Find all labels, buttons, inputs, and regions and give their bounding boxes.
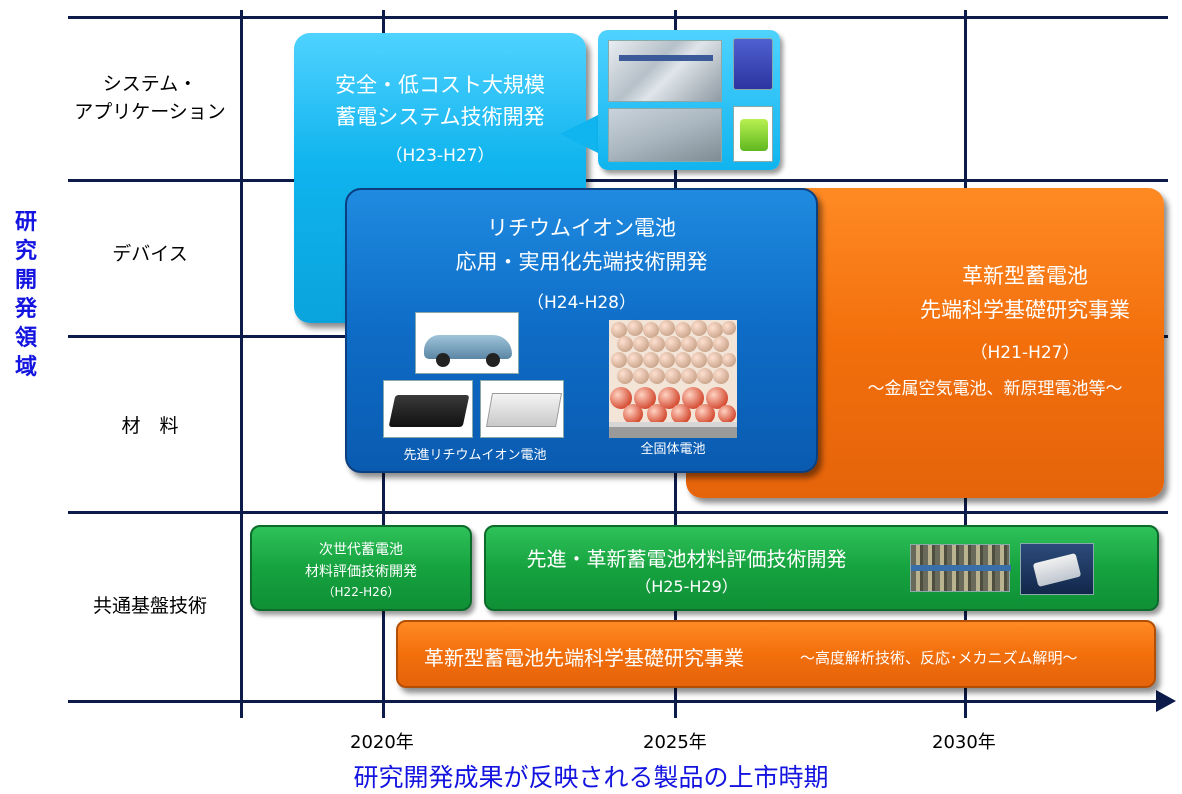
- grid-line-row1: [68, 179, 1168, 182]
- row-label-device: デバイス: [112, 243, 188, 265]
- green-battery-body: [740, 119, 768, 151]
- y-title-char: 究: [14, 239, 37, 264]
- row-label-material: 材 料: [121, 415, 179, 437]
- y-title-char: 領: [14, 326, 37, 351]
- battery-cell-body: [486, 393, 562, 427]
- innovative-title-line1: 革新型蓄電池: [962, 264, 1088, 288]
- x-axis: [68, 700, 1158, 703]
- row-label-common: 共通基盤技術: [92, 595, 207, 617]
- innovative-base-note: ～高度解析技術、反応･メカニズム解明～: [800, 649, 1078, 667]
- caption-all-solid: 全固体電池: [640, 442, 706, 457]
- row-label-system: システム・ アプリケーション: [60, 70, 240, 126]
- grid-line-row3: [68, 511, 1168, 514]
- battery-module-photo: [733, 38, 773, 90]
- solid-battery-particles: [609, 320, 737, 438]
- y-title-char: 発: [14, 297, 37, 322]
- container-facility-photo: [608, 40, 722, 102]
- row-label-system-line1: システム・: [102, 73, 198, 95]
- innovative-base-title: 革新型蓄電池先端科学基礎研究事業: [424, 646, 744, 670]
- container-stripe: [619, 55, 713, 61]
- storage-title-line2: 蓄電システム技術開発: [335, 105, 545, 129]
- project-lithium-ion: リチウムイオン電池 応用・実用化先端技術開発 （H24-H28） 先進リチウムイ…: [345, 188, 818, 473]
- lithium-title-line1: リチウムイオン電池: [487, 216, 676, 240]
- storage-period: （H23-H27）: [385, 146, 495, 166]
- car-wheel: [436, 353, 450, 367]
- nextgen-title-line2: 材料評価技術開発: [305, 564, 417, 580]
- lithium-period: （H24-H28）: [527, 293, 636, 313]
- nextgen-title-line1: 次世代蓄電池: [319, 542, 403, 558]
- innovative-note: ～金属空気電池、新原理電池等～: [867, 379, 1123, 399]
- y-axis-title: 研 究 開 発 領 域: [10, 208, 42, 382]
- x-tick-2025: 2025年: [643, 732, 707, 753]
- battery-pack-body: [388, 395, 470, 427]
- advanced-eval-title: 先進・革新蓄電池材料評価技術開発: [526, 547, 847, 571]
- battery-pack-photo: [383, 380, 473, 438]
- x-tick-2030: 2030年: [932, 732, 996, 753]
- grid-line-col0: [240, 10, 243, 718]
- y-title-char: 開: [14, 268, 37, 293]
- laminate-cell-body: [1032, 553, 1082, 587]
- caption-advanced-lithium: 先進リチウムイオン電池: [403, 448, 547, 463]
- innovative-period: （H21-H27）: [970, 343, 1080, 363]
- green-battery-photo: [733, 106, 773, 162]
- storage-title-line1: 安全・低コスト大規模: [335, 73, 545, 97]
- project-innovative-base-research: 革新型蓄電池先端科学基礎研究事業 ～高度解析技術、反応･メカニズム解明～: [396, 620, 1156, 688]
- car-wheel: [486, 353, 500, 367]
- material-cross-section-photo: [910, 544, 1011, 592]
- nextgen-period: （H22-H26）: [322, 585, 400, 599]
- all-solid-battery-photo: [609, 320, 737, 438]
- project-nextgen-materials: 次世代蓄電池 材料評価技術開発 （H22-H26）: [250, 525, 472, 611]
- y-title-char: 研: [14, 210, 37, 235]
- material-layer: [911, 565, 1011, 571]
- x-axis-title: 研究開発成果が反映される製品の上市時期: [353, 763, 829, 792]
- callout-pointer: [560, 112, 604, 156]
- laminate-cell-photo: [1020, 543, 1094, 595]
- storage-photo-callout: [598, 30, 780, 170]
- project-advanced-evaluation: 先進・革新蓄電池材料評価技術開発 （H25-H29）: [484, 525, 1159, 611]
- x-tick-2020: 2020年: [350, 732, 414, 753]
- y-title-char: 域: [14, 355, 37, 380]
- lithium-title-line2: 応用・実用化先端技術開発: [455, 250, 708, 274]
- row-label-system-line2: アプリケーション: [74, 101, 226, 123]
- battery-cell-photo: [480, 380, 564, 438]
- storage-building-photo: [608, 108, 722, 162]
- advanced-eval-period: （H25-H29）: [635, 577, 738, 596]
- grid-line-top: [68, 16, 1168, 19]
- electric-car-photo: [415, 312, 519, 374]
- innovative-title-line2: 先端科学基礎研究事業: [920, 298, 1130, 322]
- x-axis-arrow: [1156, 690, 1176, 712]
